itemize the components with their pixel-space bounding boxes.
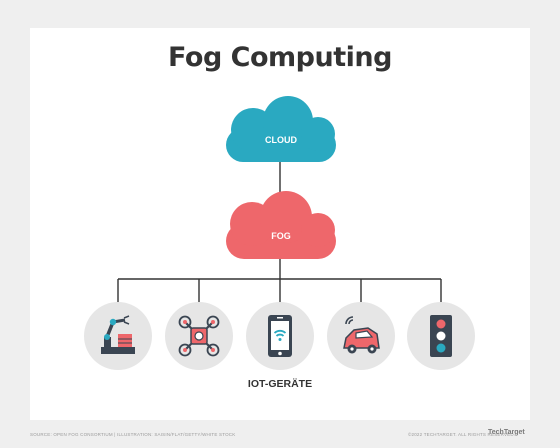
techtarget-logo: TechTarget: [488, 429, 525, 436]
cloud-node: CLOUD: [226, 96, 336, 162]
copyright-text: ©2022 TECHTARGET. ALL RIGHTS RESERVED.: [408, 432, 516, 437]
fog-label: FOG: [271, 231, 291, 241]
smartphone-icon: [268, 315, 292, 357]
traffic-light-icon: [430, 315, 452, 357]
connector-lines: [117, 160, 442, 303]
connected-car-icon: [343, 316, 380, 354]
drone-icon: [178, 315, 220, 357]
iot-devices-label: IOT-GERÄTE: [247, 378, 313, 390]
cloud-label: CLOUD: [265, 135, 297, 145]
robot-arm-icon: [101, 315, 135, 354]
fog-node: FOG: [226, 191, 336, 259]
source-credit: SOURCE: OPEN FOG CONSORTIUM | ILLUSTRATI…: [30, 432, 236, 437]
diagram-title: Fog Computing: [168, 42, 392, 73]
